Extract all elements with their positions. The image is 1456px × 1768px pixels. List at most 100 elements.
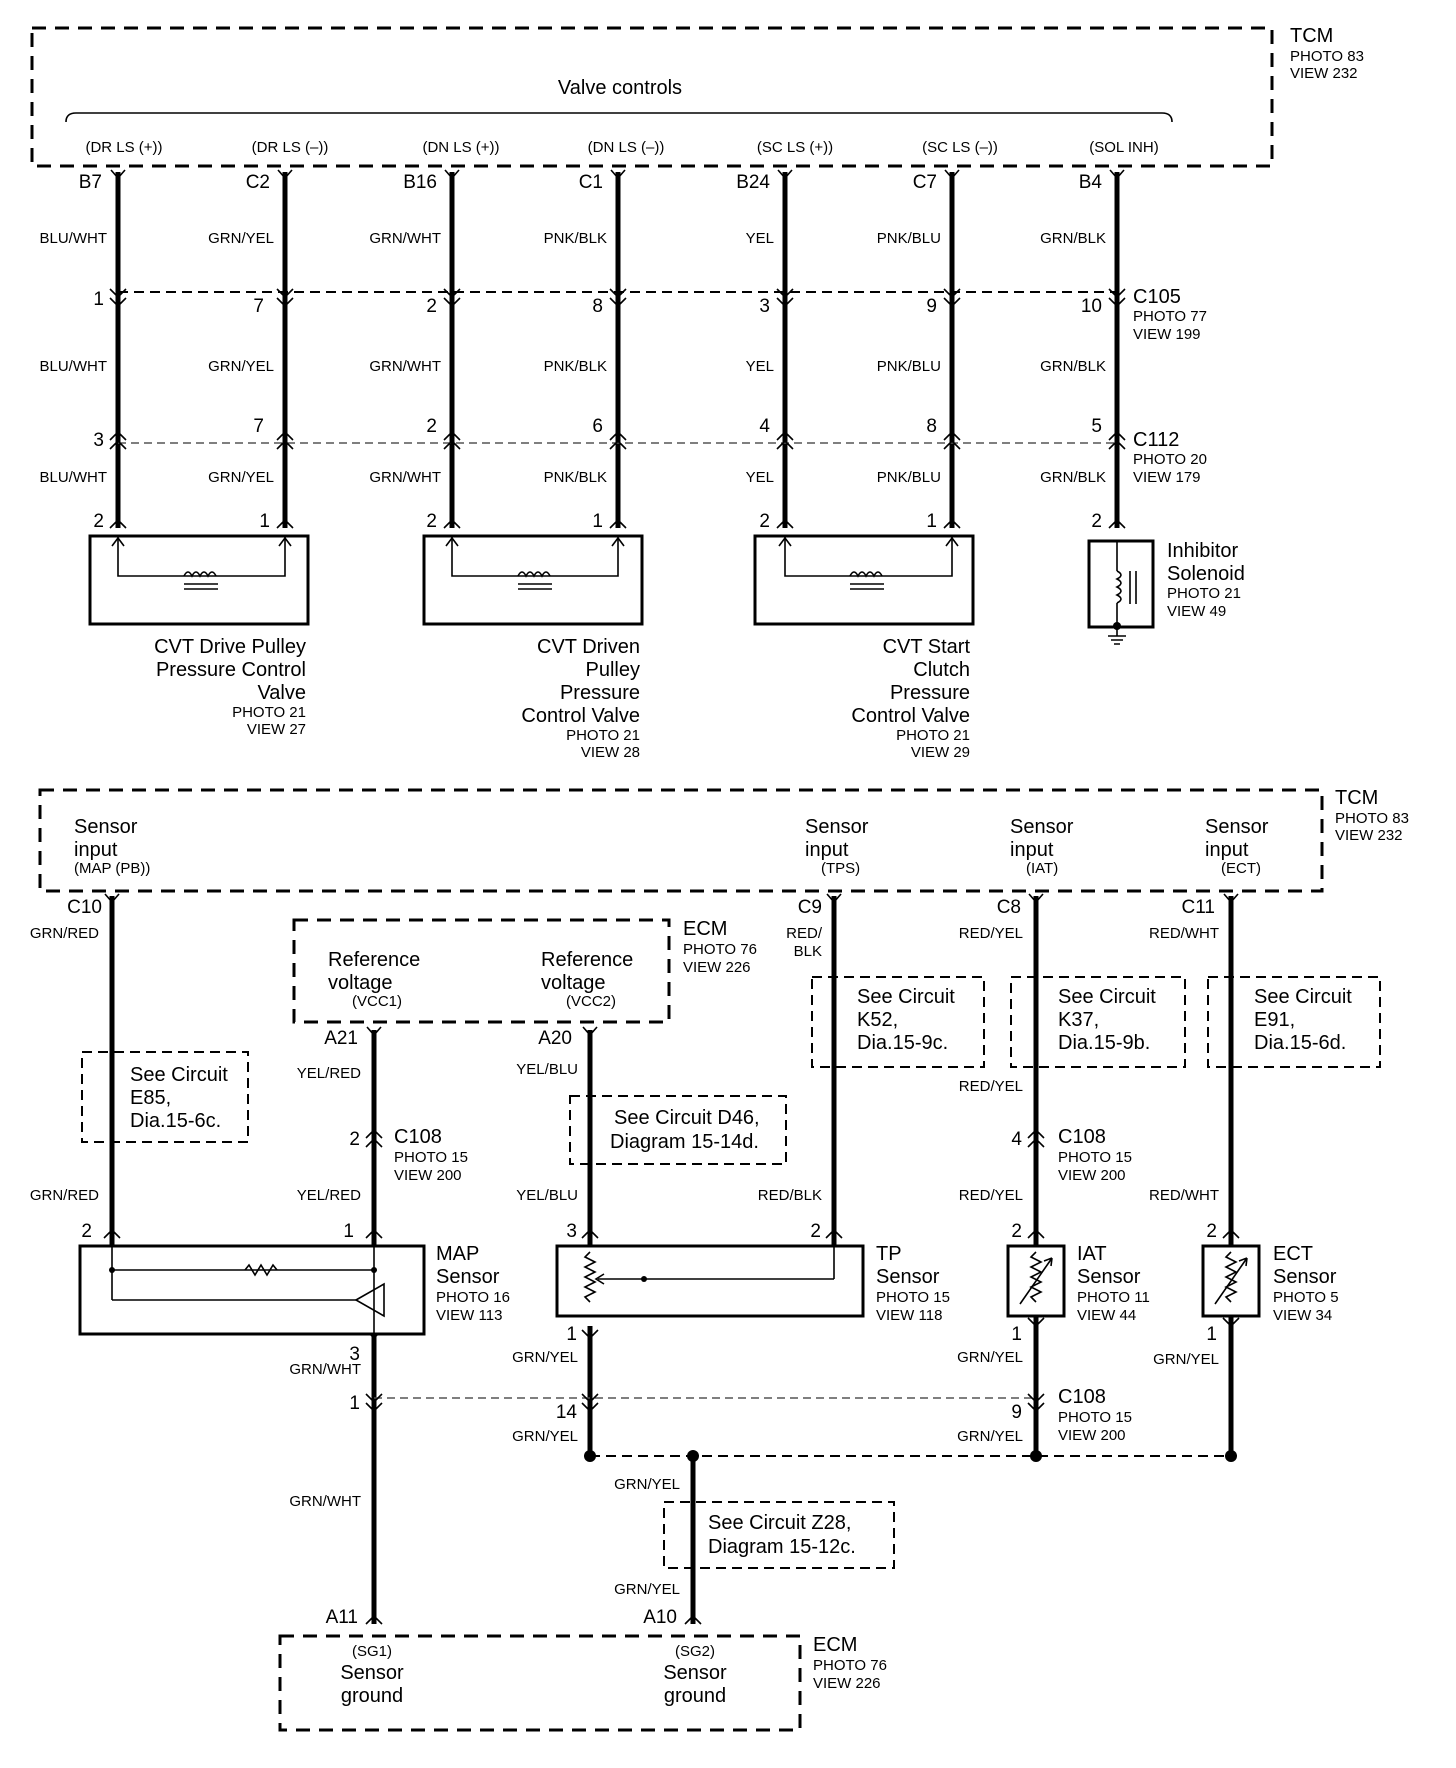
terminal-symbol bbox=[443, 518, 461, 529]
wire-color-label: GRN/WHT bbox=[289, 1493, 361, 1510]
coil-icon bbox=[517, 571, 551, 578]
terminal-symbol bbox=[581, 1228, 599, 1239]
c112-photo: PHOTO 20 bbox=[1133, 451, 1207, 468]
terminal-symbol bbox=[109, 518, 127, 529]
ground-icon bbox=[1108, 635, 1126, 645]
terminal-symbol bbox=[777, 169, 793, 180]
iat-sensor-line2: Sensor bbox=[1077, 1266, 1141, 1288]
vcc2-line2: voltage bbox=[541, 972, 606, 994]
wire-color-label: YEL/BLU bbox=[516, 1061, 578, 1078]
iat-pin: 1 bbox=[1011, 1324, 1022, 1345]
c105-name: C105 bbox=[1133, 286, 1181, 308]
tcm-pin-b24: B24 bbox=[736, 172, 770, 193]
tcm-top-name: TCM bbox=[1290, 25, 1333, 47]
ecm-pin-a11: A11 bbox=[326, 1607, 358, 1628]
ecm-ground-block: A11 A10 (SG1) Sensor ground (SG2) Sensor… bbox=[278, 1607, 887, 1732]
terminal-symbol bbox=[944, 169, 960, 180]
connector-symbol bbox=[365, 1393, 383, 1413]
wire-color-label: YEL bbox=[746, 469, 774, 486]
inhibitor-view: VIEW 49 bbox=[1167, 603, 1226, 620]
see-circuit-text: See Circuit bbox=[857, 986, 955, 1008]
arrow-icon bbox=[111, 536, 292, 547]
c108-name: C108 bbox=[1058, 1386, 1106, 1408]
connector-symbol bbox=[1108, 430, 1126, 450]
map-pin: 2 bbox=[81, 1221, 92, 1242]
c108-name: C108 bbox=[1058, 1126, 1106, 1148]
tcm-pin-b4: B4 bbox=[1079, 172, 1103, 193]
tcm-pin-b16: B16 bbox=[403, 172, 437, 193]
tp-sensor-photo: PHOTO 15 bbox=[876, 1289, 950, 1306]
ecm-pin-a21: A21 bbox=[324, 1028, 358, 1049]
tcm-top-terminals bbox=[110, 169, 1125, 180]
iat-sensor-line1: IAT bbox=[1077, 1243, 1107, 1265]
wire-color-label: RED/YEL bbox=[959, 1078, 1023, 1095]
sg1-line2: ground bbox=[341, 1685, 403, 1707]
terminal-symbol bbox=[1109, 169, 1125, 180]
ecm-ref-name: ECM bbox=[683, 918, 727, 940]
iat-sensor-photo: PHOTO 11 bbox=[1077, 1289, 1150, 1306]
ecm-ref-view: VIEW 226 bbox=[683, 959, 751, 976]
terminal-symbol bbox=[1108, 518, 1126, 529]
ecm-ref-outline bbox=[292, 918, 671, 1024]
see-circuit-text: K52, bbox=[857, 1009, 898, 1031]
amplifier-icon bbox=[354, 1282, 385, 1318]
c108-photo: PHOTO 15 bbox=[1058, 1149, 1132, 1166]
tcm-top-photo: PHOTO 83 bbox=[1290, 48, 1364, 65]
c105-pin: 1 bbox=[93, 289, 104, 310]
thermistor-icon bbox=[1224, 1251, 1238, 1303]
tp-pin: 2 bbox=[810, 1221, 821, 1242]
valve-name-line: Valve bbox=[257, 682, 306, 704]
ecm-pin-a20: A20 bbox=[538, 1028, 572, 1049]
connector-symbol bbox=[1027, 1393, 1045, 1413]
tp-sensor: 3 2 1 TP Sensor PHOTO 15 VIEW 118 bbox=[555, 1221, 950, 1345]
c105-pin: 8 bbox=[592, 296, 603, 317]
valve-name-line: Pressure bbox=[560, 682, 640, 704]
iat-sensor-view: VIEW 44 bbox=[1077, 1307, 1136, 1324]
terminal-symbol bbox=[1027, 1228, 1045, 1239]
see-circuit-boxes: See Circuit E85, Dia.15-6c. See Circuit … bbox=[81, 976, 1381, 1569]
map-pin: 1 bbox=[343, 1221, 354, 1242]
tcm-pin-c7: C7 bbox=[913, 172, 937, 193]
connector-symbol bbox=[581, 1393, 599, 1413]
wire-color-label: BLU/WHT bbox=[40, 469, 108, 486]
c108-pin-tp-gnd: 14 bbox=[556, 1402, 578, 1423]
ect-sensor-view: VIEW 34 bbox=[1273, 1307, 1332, 1324]
signal-dr-ls-minus: (DR LS (–)) bbox=[252, 139, 329, 156]
input-ect-sub: (ECT) bbox=[1221, 860, 1261, 877]
sg1-line1: Sensor bbox=[340, 1662, 404, 1684]
terminal-symbol bbox=[366, 1026, 382, 1037]
cvt-drive-pulley-valve: CVT Drive Pulley Pressure Control Valve … bbox=[88, 534, 310, 738]
inhibitor-name-line: Inhibitor bbox=[1167, 540, 1238, 562]
connector-symbol bbox=[365, 1128, 383, 1148]
wire-color-label: YEL/RED bbox=[297, 1065, 361, 1082]
component-pin: 1 bbox=[592, 511, 603, 532]
c108-view: VIEW 200 bbox=[394, 1167, 462, 1184]
tcm-pin-b7: B7 bbox=[79, 172, 102, 193]
iat-sensor: 2 1 IAT Sensor PHOTO 11 VIEW 44 bbox=[1006, 1221, 1150, 1345]
valve-name-line: CVT Driven bbox=[537, 636, 640, 658]
ect-sensor-photo: PHOTO 5 bbox=[1273, 1289, 1339, 1306]
sg1-sub: (SG1) bbox=[352, 1643, 392, 1660]
connector-symbol bbox=[1027, 1128, 1045, 1148]
wire-color-label: GRN/BLK bbox=[1040, 230, 1106, 247]
valve-name-line: Clutch bbox=[913, 659, 970, 681]
splice-dot bbox=[109, 1267, 115, 1273]
wire-color-label: GRN/YEL bbox=[957, 1349, 1023, 1366]
connector-symbol bbox=[609, 288, 627, 308]
wire-color-label: GRN/BLK bbox=[1040, 358, 1106, 375]
input-iat-sub: (IAT) bbox=[1026, 860, 1058, 877]
see-circuit-text: K37, bbox=[1058, 1009, 1099, 1031]
wire-color-label: GRN/RED bbox=[30, 925, 99, 942]
ecm-ref-photo: PHOTO 76 bbox=[683, 941, 757, 958]
valve-coil-circuit bbox=[117, 536, 286, 577]
terminal-symbol bbox=[826, 893, 842, 904]
see-circuit-k37-box bbox=[1010, 976, 1186, 1068]
wire-color-label: RED/ bbox=[786, 925, 823, 942]
ecm-gnd-view: VIEW 226 bbox=[813, 1675, 881, 1692]
c105-pin: 10 bbox=[1081, 296, 1102, 317]
terminal-symbol bbox=[825, 1228, 843, 1239]
see-circuit-text: See Circuit bbox=[1058, 986, 1156, 1008]
c108-view: VIEW 200 bbox=[1058, 1167, 1126, 1184]
terminal-symbol bbox=[104, 893, 120, 904]
input-tps-sub: (TPS) bbox=[821, 860, 860, 877]
